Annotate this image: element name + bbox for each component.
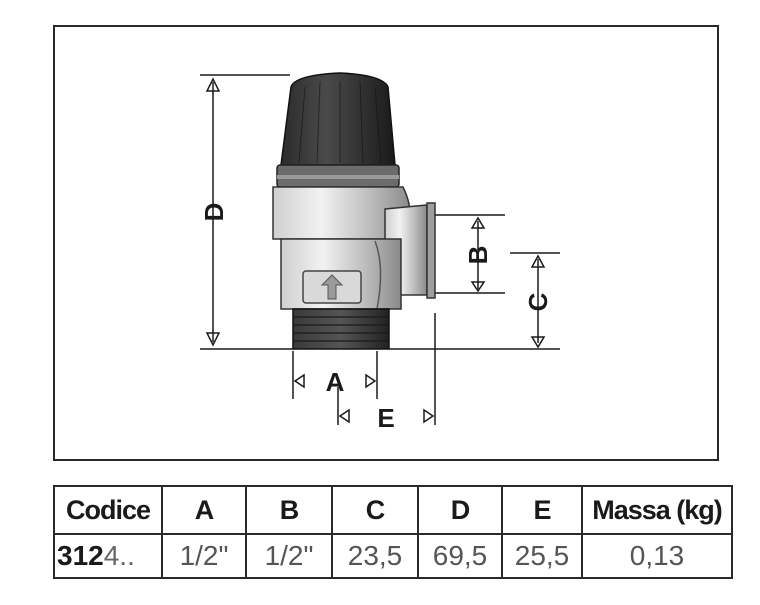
header-c: C [331, 485, 419, 535]
valve-drawing: D B C A E [199, 72, 560, 433]
dimension-lines [200, 74, 560, 425]
table-row: 3124.. 1/2" 1/2" 23,5 69,5 25,5 0,13 [53, 533, 733, 579]
header-b: B [245, 485, 333, 535]
cell-massa: 0,13 [581, 533, 733, 579]
dimension-label-e: E [377, 403, 394, 433]
code-suffix: 4.. [103, 540, 135, 571]
cell-e: 25,5 [501, 533, 583, 579]
valve-body [272, 72, 436, 350]
dimension-label-c: C [523, 292, 553, 311]
table-header-row: Codice A B C D E Massa (kg) [53, 485, 733, 535]
header-codice: Codice [53, 485, 163, 535]
spec-table: Codice A B C D E Massa (kg) 3124.. 1/2" … [53, 485, 733, 579]
dimension-label-b: B [463, 246, 493, 265]
valve-drawing-frame: D B C A E [53, 25, 719, 461]
cell-b: 1/2" [245, 533, 333, 579]
header-e: E [501, 485, 583, 535]
header-d: D [417, 485, 503, 535]
code-prefix: 312 [57, 540, 104, 571]
up-arrow-icon [320, 274, 344, 300]
header-massa: Massa (kg) [581, 485, 733, 535]
inlet-thread [292, 308, 390, 350]
cell-a: 1/2" [161, 533, 247, 579]
valve-cap [280, 72, 396, 166]
cell-c: 23,5 [331, 533, 419, 579]
cell-codice: 3124.. [53, 533, 163, 579]
cap-ribs [298, 81, 382, 164]
dimension-label-d: D [199, 203, 229, 222]
dimension-label-a: A [326, 367, 345, 397]
header-a: A [161, 485, 247, 535]
cell-d: 69,5 [417, 533, 503, 579]
